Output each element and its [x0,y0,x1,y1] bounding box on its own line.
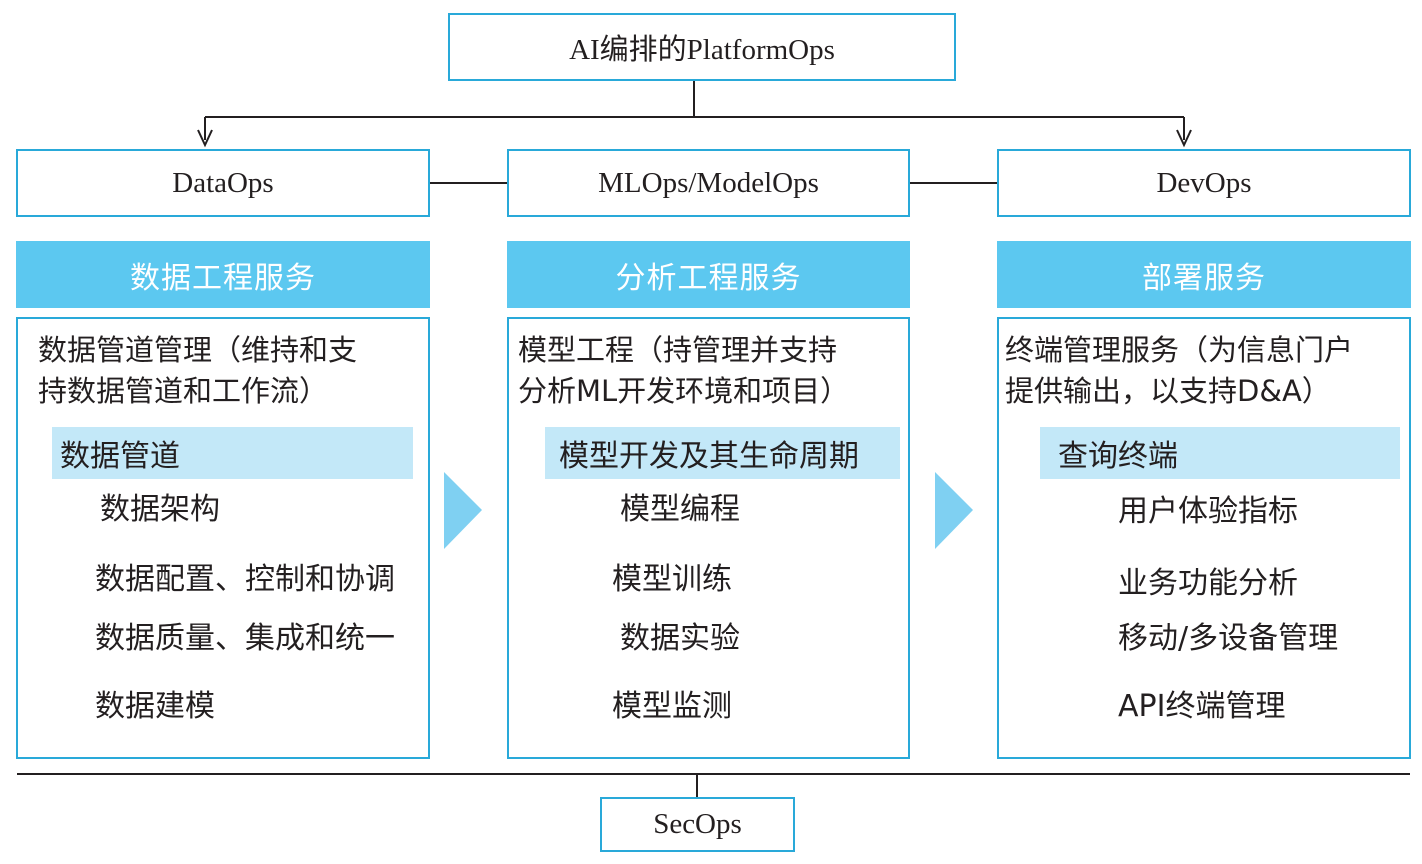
group-highlight: 查询终端 [1040,427,1400,479]
list-item: 数据建模 [95,689,215,724]
list-item: 移动/多设备管理 [1118,621,1339,656]
header-label: 分析工程服务 [615,260,802,296]
dataops-box: DataOps [16,149,430,217]
list-item: 模型训练 [612,562,732,597]
list-item: 模型编程 [620,492,740,527]
list-item: 用户体验指标 [1118,494,1298,529]
panel-analytics-engineering [507,317,910,759]
header-data-engineering: 数据工程服务 [16,241,430,308]
header-deployment: 部署服务 [997,241,1411,308]
platformops-box: AI编排的PlatformOps [448,13,956,81]
desc-line: 终端管理服务（为信息门户 [1005,333,1354,367]
desc-line: 模型工程（持管理并支持 [518,333,838,367]
platformops-label: AI编排的PlatformOps [569,34,835,66]
secops-label: SecOps [653,808,742,840]
group-label: 模型开发及其生命周期 [559,439,859,474]
header-label: 部署服务 [1142,260,1266,296]
devops-label: DevOps [1156,166,1252,199]
desc-line: 提供输出，以支持D&A） [1005,374,1331,408]
desc-line: 持数据管道和工作流） [38,374,329,408]
desc-block: 数据管道管理（维持和支 持数据管道和工作流） [38,330,357,412]
list-item: 模型监测 [612,689,732,724]
desc-line: 分析ML开发环境和项目） [518,374,850,408]
mlops-label: MLOps/ModelOps [598,166,819,199]
group-highlight: 模型开发及其生命周期 [545,427,900,479]
group-highlight: 数据管道 [52,427,413,479]
chevron-arrow-1 [444,472,482,549]
list-item: 数据架构 [100,492,220,527]
list-item: 数据实验 [620,621,740,656]
mlops-box: MLOps/ModelOps [507,149,910,217]
panel-deployment [997,317,1411,759]
desc-block: 模型工程（持管理并支持 分析ML开发环境和项目） [518,330,849,412]
header-analytics-engineering: 分析工程服务 [507,241,910,308]
desc-line: 数据管道管理（维持和支 [38,333,358,367]
list-item: API终端管理 [1118,689,1286,724]
dataops-label: DataOps [172,166,274,199]
list-item: 数据质量、集成和统一 [95,621,395,656]
group-label: 数据管道 [60,439,180,474]
desc-block: 终端管理服务（为信息门户 提供输出，以支持D&A） [1005,330,1353,412]
list-item: 数据配置、控制和协调 [95,562,395,597]
header-label: 数据工程服务 [130,260,316,296]
panel-data-engineering [16,317,430,759]
list-item: 业务功能分析 [1118,566,1298,601]
chevron-arrow-2 [935,472,973,549]
devops-box: DevOps [997,149,1411,217]
group-label: 查询终端 [1058,439,1178,474]
secops-box: SecOps [600,797,795,852]
